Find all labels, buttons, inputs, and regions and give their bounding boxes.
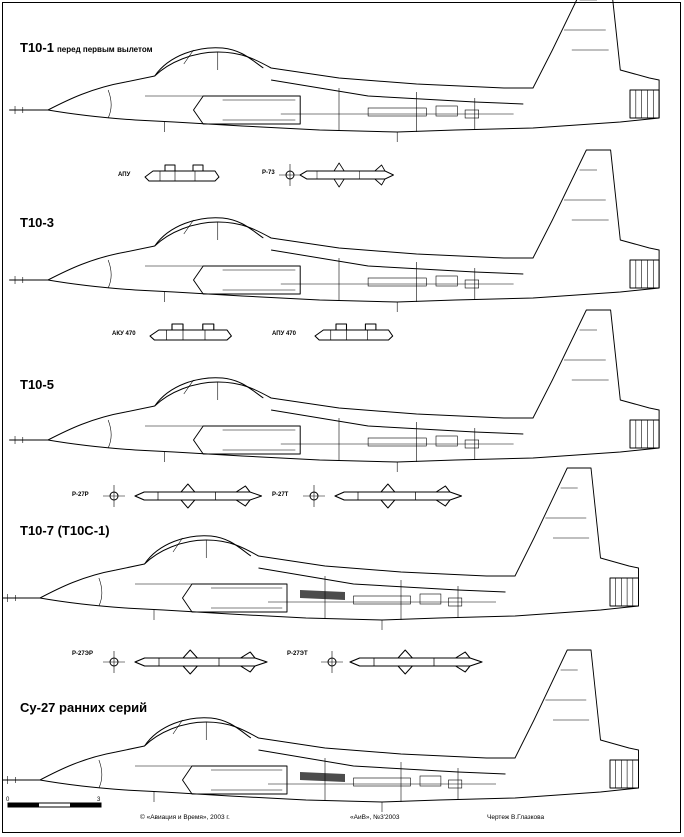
weapon-r27t-drawing: [302, 483, 463, 509]
label-apu: АПУ: [118, 172, 131, 178]
label-r73: Р-73: [262, 170, 275, 176]
label-r27r: Р-27Р: [72, 492, 89, 498]
weapon-r27r-drawing: [102, 483, 263, 509]
weapon-apu-drawing: [144, 164, 220, 182]
title-su-27: Су-27 ранних серий: [20, 700, 148, 715]
label-aku470: АКУ 470: [112, 331, 136, 337]
title-t10-7: T10-7 (T10С-1): [20, 523, 110, 538]
scale-min: 0: [6, 797, 10, 803]
label-r27et: Р-27ЭТ: [287, 651, 308, 657]
footer-issue: «АиВ», №3'2003: [350, 814, 400, 821]
aircraft-name: T10-1: [20, 40, 54, 55]
weapon-r27er-drawing: [102, 649, 268, 675]
weapon-r73-drawing: [278, 162, 394, 188]
aircraft-su-27-drawing: [1, 649, 639, 813]
aircraft-t10-1-drawing: [8, 0, 660, 143]
title-t10-5: T10-5: [20, 377, 54, 392]
weapon-r27et-drawing: [320, 649, 483, 675]
aircraft-t10-7-drawing: [1, 467, 639, 631]
scale-bar: [7, 802, 102, 808]
weapon-aku470-drawing: [149, 323, 232, 341]
label-r27t: Р-27Т: [272, 492, 289, 498]
aircraft-t10-5-drawing: [8, 309, 660, 473]
scale-max: 3: [97, 797, 101, 803]
label-r27er: Р-27ЭР: [72, 651, 93, 657]
footer-author: Чертеж В.Глазкова: [487, 814, 545, 821]
weapon-apu470-drawing: [314, 323, 394, 341]
aircraft-t10-3-drawing: [8, 149, 660, 313]
title-t10-3: T10-3: [20, 215, 54, 230]
label-apu470: АПУ 470: [272, 331, 296, 337]
aircraft-note: перед первым вылетом: [56, 45, 153, 54]
footer-copyright: © «Авиация и Время», 2003 г.: [140, 814, 230, 821]
